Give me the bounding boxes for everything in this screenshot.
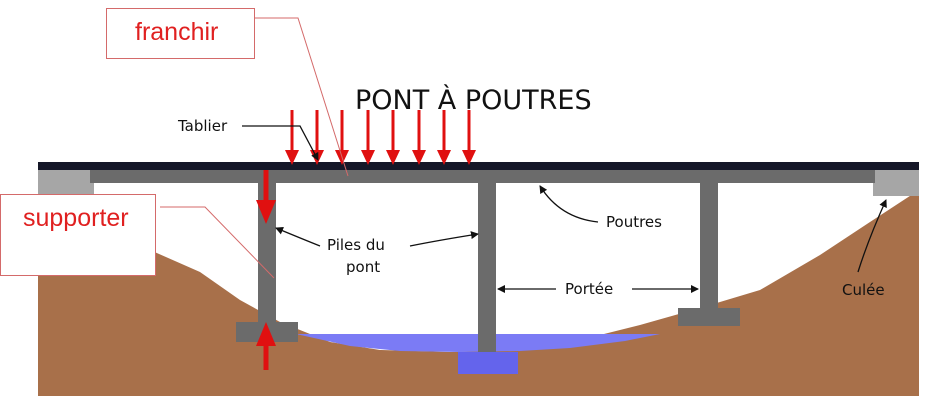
callout-franchir-text: franchir bbox=[135, 18, 219, 46]
label-leaders bbox=[242, 125, 887, 293]
load-arrows bbox=[285, 110, 476, 165]
right-abutment bbox=[873, 170, 919, 196]
support-arrows bbox=[256, 170, 276, 370]
deck bbox=[38, 162, 919, 170]
label-culee: Culée bbox=[842, 281, 885, 299]
callout-supporter-text: supporter bbox=[23, 204, 129, 232]
beam bbox=[90, 169, 875, 183]
label-piles-line1: Piles du bbox=[327, 236, 385, 254]
pier-left bbox=[258, 183, 276, 325]
callout-franchir: franchir bbox=[106, 8, 255, 59]
label-poutres: Poutres bbox=[606, 213, 662, 231]
label-tablier: Tablier bbox=[178, 117, 228, 135]
pier-middle bbox=[478, 183, 496, 355]
left-abutment bbox=[38, 170, 94, 194]
callout-leaders bbox=[160, 17, 349, 279]
label-piles-line2: pont bbox=[346, 258, 381, 276]
footing-middle bbox=[458, 352, 518, 374]
pier-right bbox=[700, 183, 718, 311]
footing-right bbox=[678, 308, 740, 326]
diagram-title: PONT À POUTRES bbox=[355, 85, 592, 116]
callout-supporter: supporter bbox=[0, 194, 156, 276]
label-portee: Portée bbox=[565, 280, 614, 298]
